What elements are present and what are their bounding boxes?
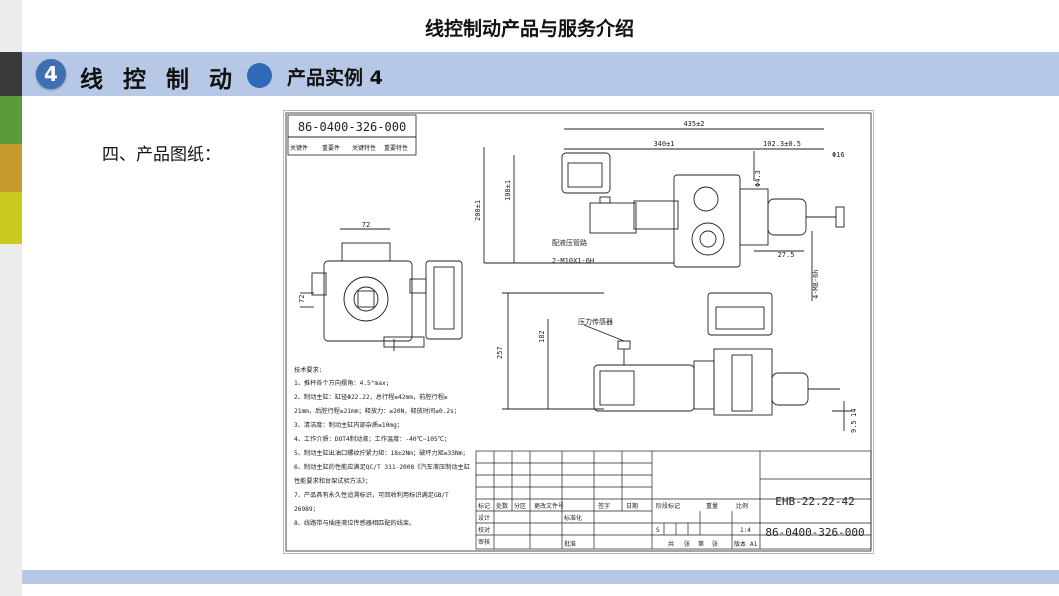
tb-row-approve: 批准 [564, 540, 576, 548]
tb-version-label: 版本 [734, 540, 746, 548]
tb-version-value: A1 [750, 541, 758, 548]
tb-stage-mark: S [656, 527, 660, 534]
dim-72-height: 72 [298, 295, 306, 303]
tech-req-line-10: 26989； [294, 506, 319, 513]
tb-sheet-unit-2: 张 [712, 540, 718, 548]
tb-product-name: EHB-22.22-42 [775, 495, 854, 508]
tb-header-mark: 标记 [478, 502, 490, 510]
title-block-grid [475, 450, 872, 550]
section-title: 线 控 制 动 [80, 67, 239, 93]
front-view-sketch [502, 292, 852, 431]
tb-row-review: 审核 [478, 538, 490, 546]
dim-108: 108±1 [504, 180, 512, 201]
tech-req-line-6: 5、制动主缸出油口螺纹拧紧力矩：18±2Nm；破坏力矩≥33Nm； [294, 449, 469, 457]
dim-72-width: 72 [362, 221, 370, 229]
section-header-band [22, 52, 1059, 96]
section-number-badge: 4 [36, 59, 66, 89]
callout-pipe-thread: 2-M10X1-6H [552, 257, 594, 265]
tb-scale-header: 比例 [736, 502, 748, 510]
drawing-number-box: 86-0400-326-000 [298, 120, 406, 134]
tb-header-date: 日期 [626, 502, 638, 510]
tech-req-line-0: 技术要求: [294, 366, 322, 374]
decor-bar-yellow [0, 192, 22, 244]
callout-pipe-connector: 配液压管路 [552, 238, 587, 247]
tech-req-line-5: 4、工作介质：DOT4制动液；工作温度：-40℃~105℃； [294, 435, 450, 443]
section-subtitle: 产品实例 4 [287, 67, 383, 89]
dim-phi16: Φ16 [832, 151, 845, 159]
tech-req-line-3: 21mm，后腔行程≥21mm；释放力：≥20N，释放时间≤0.2s； [294, 407, 460, 415]
tech-req-line-2: 2、制动主缸：缸径Φ22.22，总行程≥42mm，前腔行程≥ [294, 393, 448, 401]
tech-req-line-9: 7、产品具有永久性追溯标识，可回收利用标识满足GB/T [294, 491, 449, 499]
tb-sheet-total: 共 [668, 540, 674, 548]
tb-row-design: 设计 [478, 514, 490, 522]
dim-9-5: 9.5 [850, 420, 858, 433]
tb-weight-header: 重量 [706, 502, 718, 510]
tb-row-standard: 标准化 [564, 514, 582, 522]
tb-stage-header: 阶段标记 [656, 502, 680, 510]
bullet-dot [247, 63, 272, 88]
page-title: 线控制动产品与服务介绍 [424, 18, 634, 40]
dim-435: 435±2 [683, 120, 704, 128]
dim-257: 257 [496, 346, 504, 359]
callout-pressure-sensor: 压力传感器 [578, 317, 613, 326]
dim-phi4: Φ4.3 [754, 170, 762, 187]
engineering-drawing: 86-0400-326-000 关键件 重要件 关键特性 重要特性 72 72 [283, 110, 874, 554]
footer-band [22, 570, 1059, 584]
legend-symbol-4: 重要特性 [384, 144, 408, 152]
tech-req-line-1: 1、推杆各个方向摆角：4.5°max; [294, 379, 389, 387]
tb-header-count: 处数 [496, 502, 508, 510]
tb-sheet-no: 第 [698, 540, 704, 548]
tb-row-check: 校对 [478, 526, 490, 534]
tb-part-number: 86-0400-326-000 [765, 526, 864, 539]
tb-sheet-unit-1: 张 [684, 540, 690, 548]
tb-header-zone: 分区 [514, 502, 526, 510]
decor-bar-green [0, 96, 22, 144]
dim-27-5: 27.5 [778, 251, 795, 259]
tb-scale: 1:4 [740, 527, 751, 534]
dim-4-m8: 4-M8-6h [812, 269, 820, 299]
tb-header-sign: 签字 [598, 502, 610, 510]
tech-req-line-11: 8、线路带与插座液位传感器相匹配的线束。 [294, 519, 415, 527]
side-view-sketch [300, 228, 463, 351]
dim-340: 340±1 [653, 140, 674, 148]
dim-182: 182 [538, 330, 546, 343]
tech-req-line-8: 性能要求和台架试验方法》； [294, 477, 371, 485]
tech-req-line-7: 6、制动主缸的性能应满足QC/T 311-2008《汽车液压制动主缸 [294, 463, 470, 471]
dim-14: 14 [850, 409, 858, 417]
dim-200: 200±1 [474, 200, 482, 221]
decor-bar-gold [0, 144, 22, 192]
tb-header-change-doc: 更改文件号 [534, 502, 564, 510]
legend-symbol-3: 关键特性 [352, 144, 376, 152]
content-label: 四、产品图纸： [102, 145, 221, 165]
decor-bar-dark [0, 52, 22, 96]
legend-symbol-1: 关键件 [290, 144, 308, 152]
legend-symbol-2: 重要件 [322, 144, 340, 152]
tech-req-line-4: 3、清洁度：制动主缸内部杂质≤10mg； [294, 421, 403, 429]
dim-102: 102.3±0.5 [763, 140, 801, 148]
top-view-sketch [483, 128, 845, 301]
